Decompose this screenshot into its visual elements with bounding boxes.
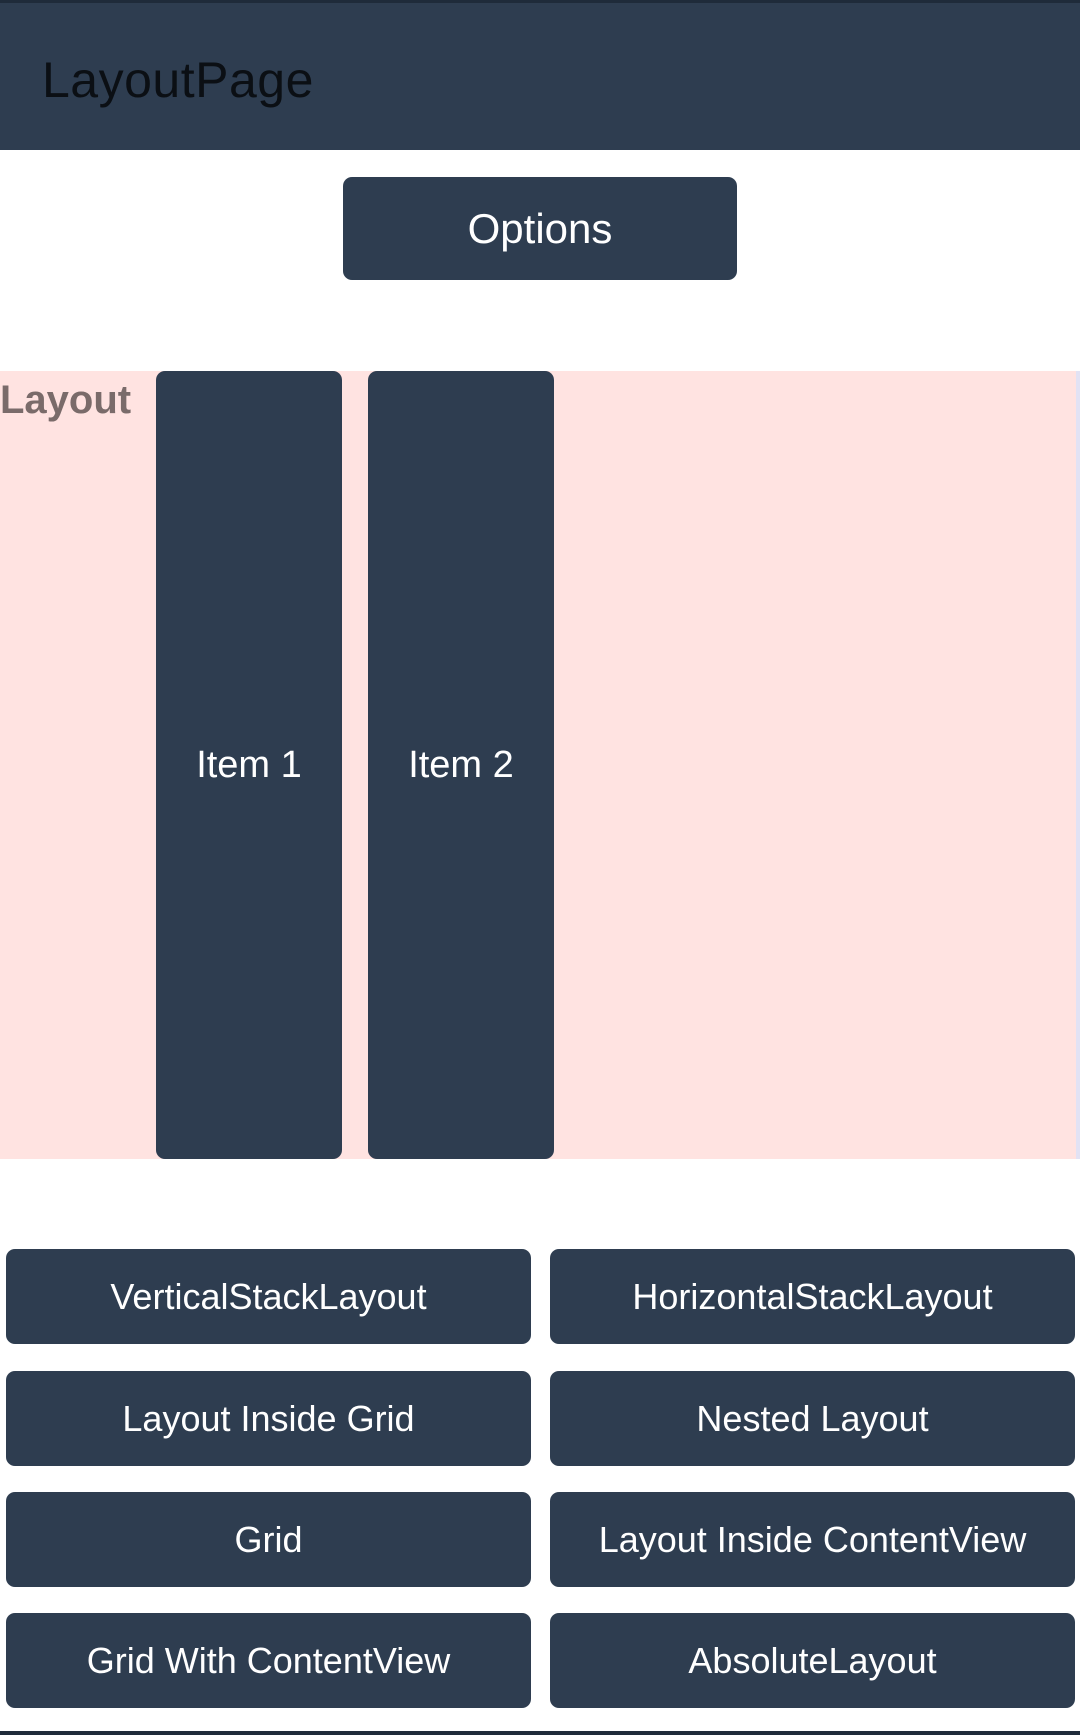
grid-button[interactable]: Grid <box>6 1492 531 1587</box>
layout-item-2[interactable]: Item 2 <box>368 371 554 1159</box>
horizontal-stack-layout-button[interactable]: HorizontalStackLayout <box>550 1249 1075 1344</box>
layout-inside-contentview-button[interactable]: Layout Inside ContentView <box>550 1492 1075 1587</box>
nested-layout-button[interactable]: Nested Layout <box>550 1371 1075 1466</box>
grid-with-contentview-button[interactable]: Grid With ContentView <box>6 1613 531 1708</box>
bottom-divider <box>0 1731 1080 1735</box>
page-title: LayoutPage <box>42 52 314 108</box>
app-header: LayoutPage <box>0 0 1080 150</box>
vertical-stack-layout-button[interactable]: VerticalStackLayout <box>6 1249 531 1344</box>
layout-container-edge <box>1076 371 1080 1159</box>
layout-label: Layout <box>0 378 132 422</box>
options-button[interactable]: Options <box>343 177 737 280</box>
absolute-layout-button[interactable]: AbsoluteLayout <box>550 1613 1075 1708</box>
layout-inside-grid-button[interactable]: Layout Inside Grid <box>6 1371 531 1466</box>
layout-item-1[interactable]: Item 1 <box>156 371 342 1159</box>
